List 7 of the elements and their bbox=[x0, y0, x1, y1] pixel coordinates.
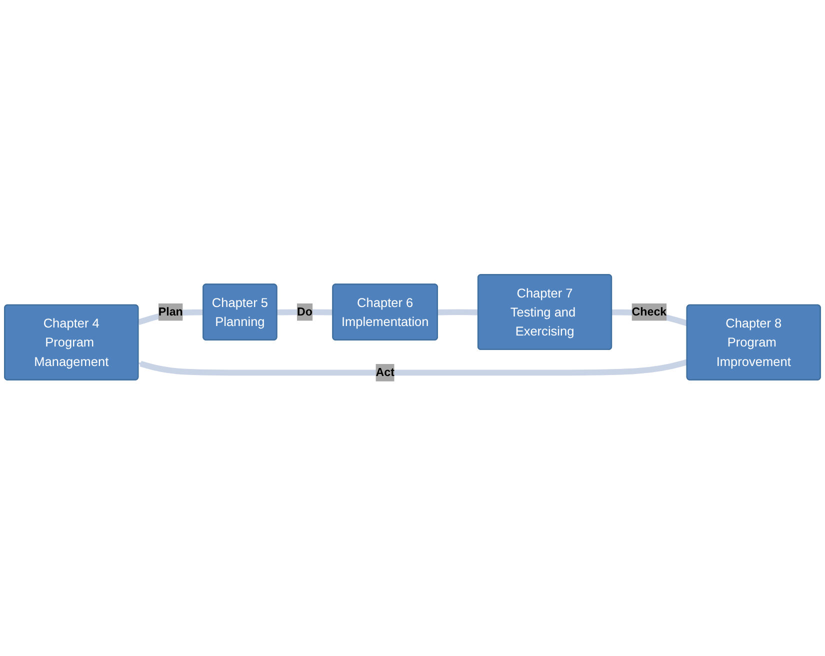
edge-label: Plan bbox=[158, 306, 183, 318]
arrow bbox=[138, 359, 688, 376]
connector bbox=[276, 309, 334, 316]
edge-label: Do bbox=[296, 306, 312, 318]
edge-label: Act bbox=[376, 366, 394, 380]
edge-label: Check bbox=[632, 306, 667, 318]
connector bbox=[438, 309, 478, 316]
